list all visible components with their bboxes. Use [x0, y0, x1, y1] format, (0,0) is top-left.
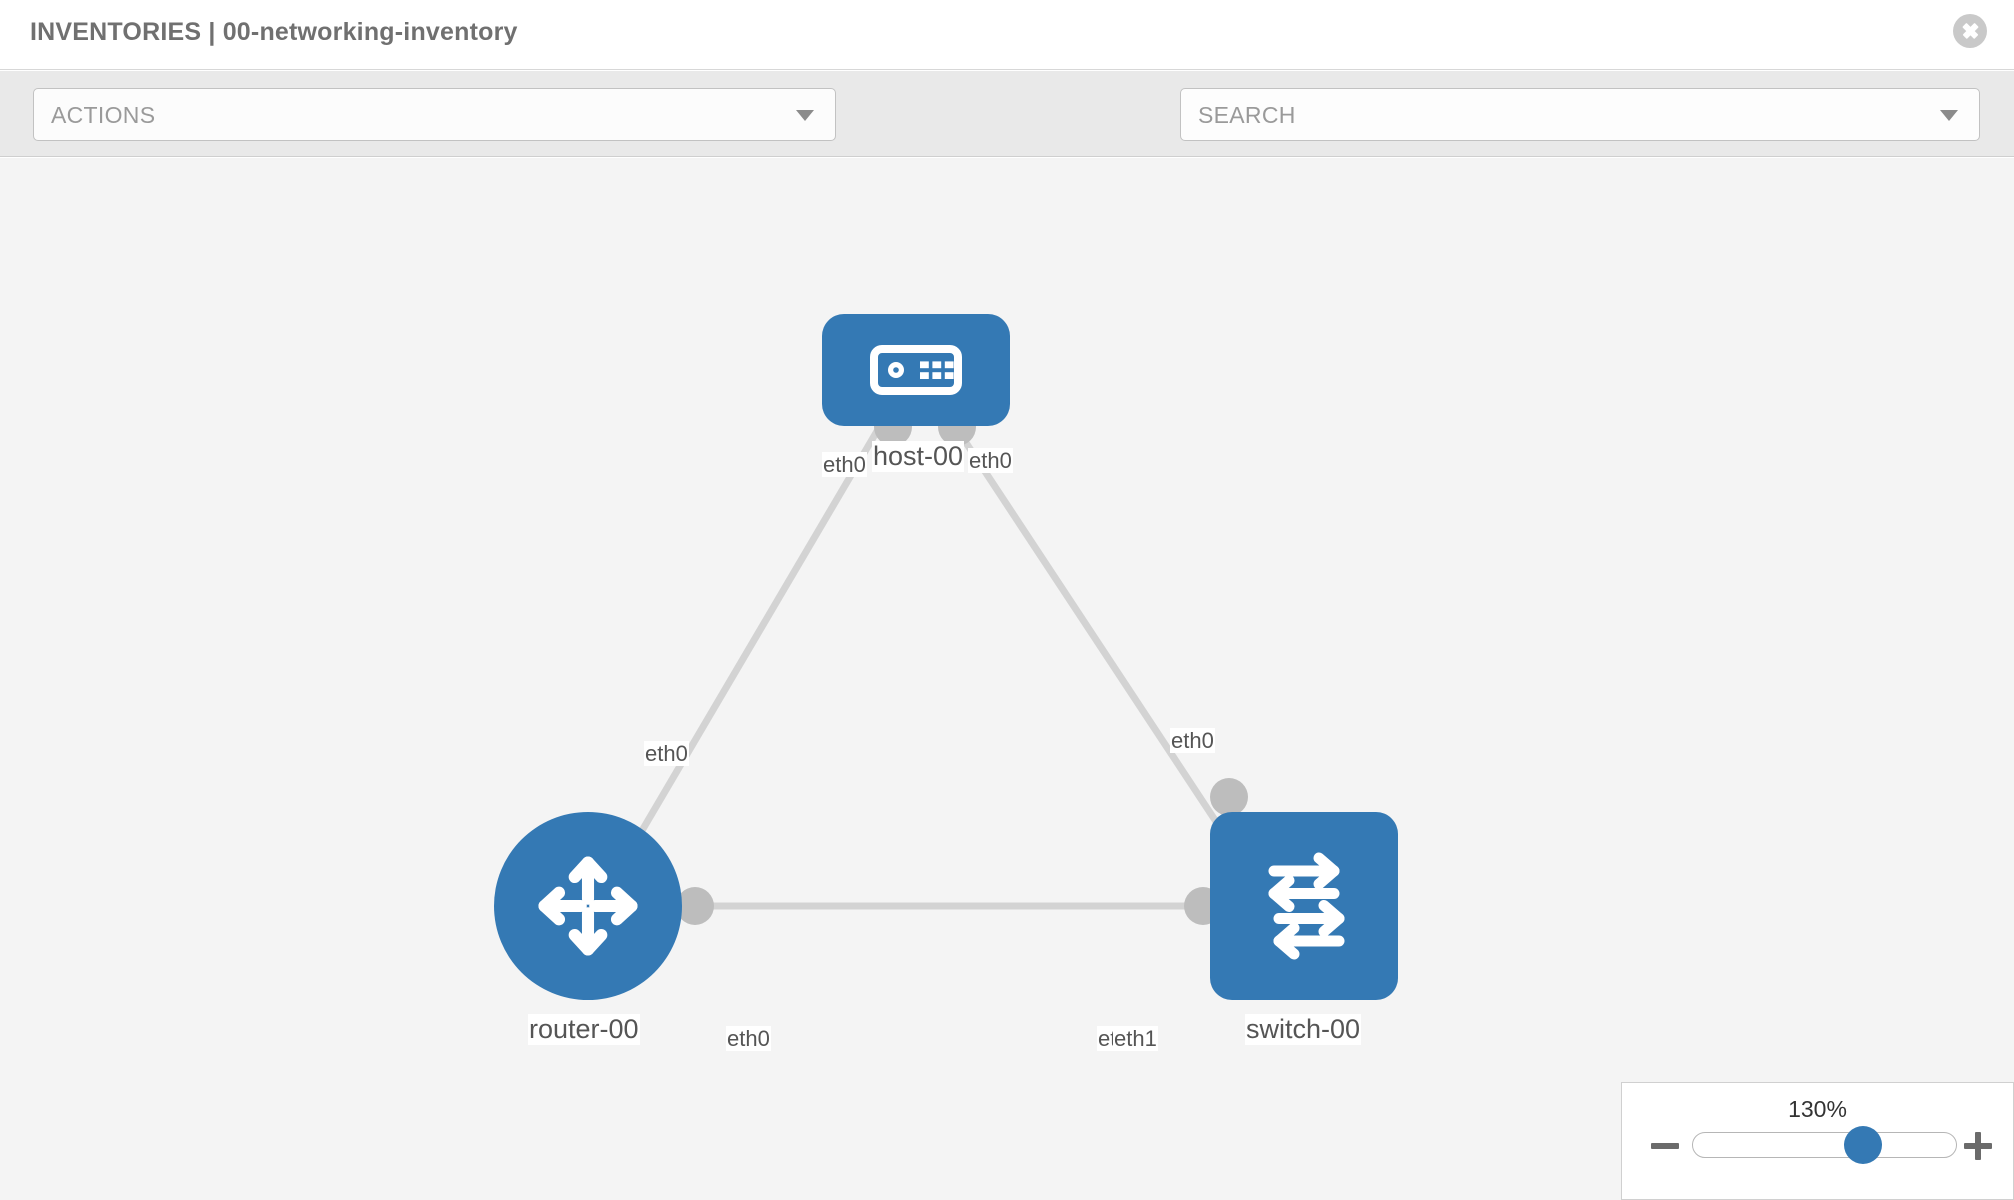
link-host00-switch00	[952, 424, 1243, 860]
node-switch-00[interactable]	[1210, 812, 1398, 1000]
toolbar: ACTIONS SEARCH	[0, 71, 2014, 195]
node-label-router-00: router-00	[528, 1014, 640, 1046]
minus-icon[interactable]	[1650, 1131, 1680, 1161]
node-label-host-00: host-00	[872, 441, 965, 473]
node-host-00[interactable]	[822, 314, 1010, 426]
zoom-control-panel: 130%	[1621, 1082, 2014, 1200]
link-host00-router00	[616, 424, 884, 870]
iface-label-switch00-north: eth0	[1170, 728, 1215, 754]
node-label-switch-00: switch-00	[1245, 1014, 1362, 1046]
actions-dropdown[interactable]: ACTIONS	[33, 88, 836, 141]
host-node-shape	[822, 314, 1010, 426]
iface-label-host00-left: eth0	[822, 452, 867, 478]
iface-label-host00-right: eth0	[968, 448, 1013, 474]
zoom-slider[interactable]	[1692, 1126, 1957, 1164]
topology-canvas[interactable]: host-00 router-00	[0, 158, 2014, 1200]
iface-label-router00-north: eth0	[644, 741, 689, 767]
zoom-level-value: 130%	[1788, 1096, 1847, 1122]
plus-icon[interactable]	[1963, 1131, 1993, 1161]
endpoint-router00-east	[676, 887, 714, 925]
server-appliance-icon	[870, 345, 962, 395]
iface-label-router00-east: eth0	[726, 1026, 771, 1052]
topology-links	[616, 424, 1243, 910]
search-placeholder: SEARCH	[1198, 102, 1296, 128]
node-router-00[interactable]	[494, 812, 682, 1000]
page-header: INVENTORIES | 00-networking-inventory	[0, 0, 2014, 70]
search-input[interactable]: SEARCH	[1180, 88, 1980, 141]
switch-arrows-icon	[1268, 852, 1345, 960]
chevron-down-icon	[1940, 109, 1958, 121]
page-title: INVENTORIES | 00-networking-inventory	[30, 18, 518, 46]
close-icon[interactable]	[1953, 14, 1987, 48]
iface-label-switch00-west: eth1	[1113, 1026, 1158, 1052]
switch-node-shape	[1210, 812, 1398, 1000]
router-arrows-icon	[538, 856, 638, 956]
zoom-slider-thumb[interactable]	[1843, 1126, 1882, 1164]
actions-dropdown-label: ACTIONS	[51, 102, 156, 128]
router-node-shape	[494, 812, 682, 1000]
endpoint-switch00-nw	[1210, 778, 1248, 816]
chevron-down-icon	[796, 109, 814, 121]
